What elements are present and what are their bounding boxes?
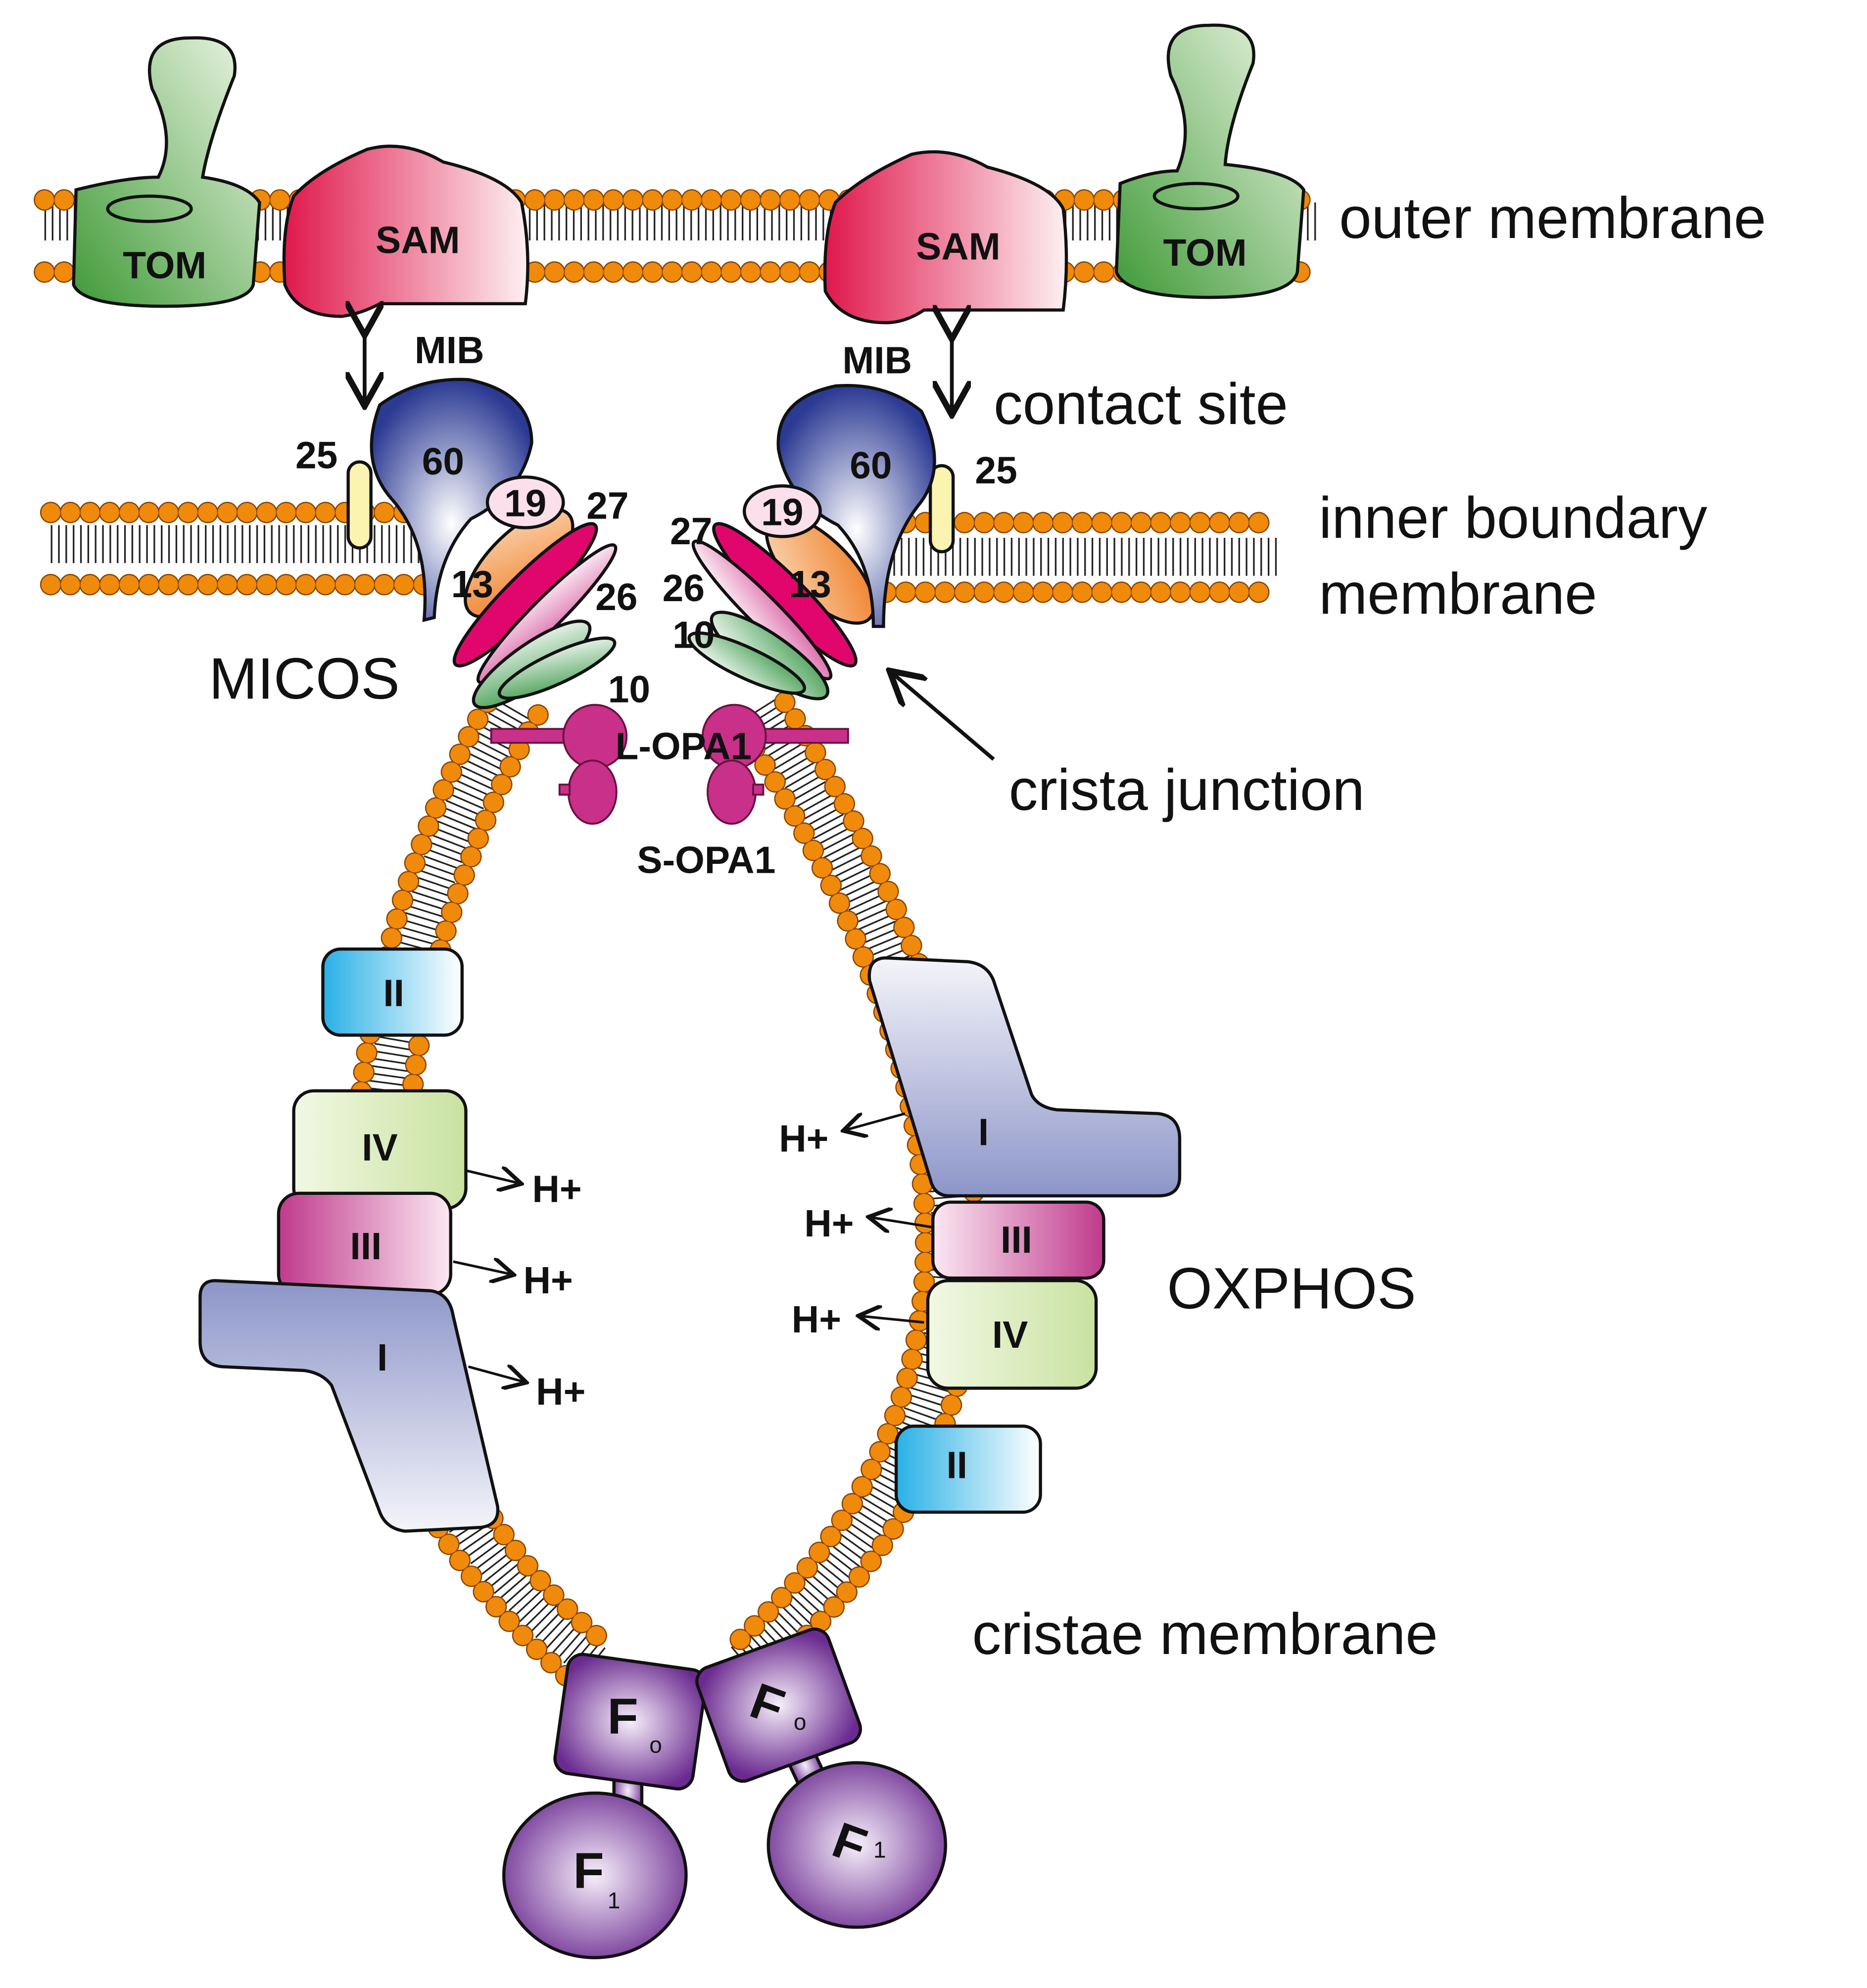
sam-label: SAM [916, 226, 1000, 268]
outer-membrane-label: outer membrane [1339, 186, 1766, 250]
mic19-label: 19 [761, 491, 803, 533]
cristae-membrane-label: cristae membrane [972, 1602, 1438, 1666]
mic27-label: 27 [586, 485, 628, 527]
mic13-label: 13 [789, 564, 831, 606]
mic60 [776, 384, 936, 628]
l-opa1-label: L-OPA1 [616, 726, 752, 768]
mic19 [742, 484, 822, 538]
mic25 [346, 460, 373, 550]
f1-subunit [766, 1761, 947, 1929]
proton-label: H+ [779, 1118, 828, 1160]
micos-complex-left [346, 378, 618, 710]
contact-site-label: contact site [994, 372, 1288, 436]
complex-iv [926, 1279, 1098, 1390]
complex-i-label: I [978, 1112, 989, 1154]
complex-iii [931, 1200, 1105, 1280]
mic10-label: 10 [608, 668, 650, 710]
proton-label: H+ [536, 1371, 585, 1413]
mic13-label: 13 [451, 564, 493, 606]
complex-i-label: I [377, 1337, 387, 1379]
atp-synthase-left: F o F 1 [502, 1653, 708, 1959]
inner-boundary-label: inner boundary [1319, 485, 1707, 550]
sam-complex-right: SAM [823, 150, 1068, 325]
proton-label: H+ [792, 1299, 841, 1341]
complex-iv-label: IV [992, 1314, 1028, 1356]
f1-subunit [502, 1791, 688, 1959]
mic26 [476, 543, 618, 684]
proton-labels: H+ H+ H+ H+ H+ H+ [524, 1118, 854, 1413]
sam-complex-left: SAM [282, 144, 529, 318]
micos-subunit-labels: 60 60 25 25 19 19 27 27 13 13 26 26 10 1… [295, 434, 1017, 710]
crista-junction-label: crista junction [1009, 757, 1365, 822]
tom-complex-left: TOM [72, 36, 261, 308]
complex-iii-label: III [1001, 1219, 1032, 1261]
inner-boundary-label-line2: membrane [1319, 561, 1597, 626]
f1-subscript: 1 [608, 1888, 621, 1913]
complex-ii-label: II [946, 1444, 967, 1486]
sam-label: SAM [376, 220, 460, 262]
s-opa1-label: S-OPA1 [637, 840, 775, 882]
tom-label: TOM [123, 245, 206, 287]
mic27-label: 27 [670, 511, 712, 553]
mib-label-right: MIB [842, 339, 912, 381]
atp-synthase-right: F o F 1 [695, 1627, 947, 1929]
mib-label-left: MIB [415, 330, 484, 372]
complex-iv-label: IV [362, 1127, 397, 1169]
opa1 [490, 704, 849, 825]
oxphos-left: II IV III I [198, 947, 500, 1533]
complex-iii-label: III [350, 1226, 382, 1268]
mic60-label: 60 [850, 445, 892, 487]
proton-label: H+ [804, 1203, 854, 1245]
crista-junction-arrow [892, 673, 995, 761]
fo-subscript: o [794, 1709, 807, 1735]
micos-complex-right [687, 384, 955, 701]
fo-subunit [695, 1627, 862, 1783]
f1-label: F [573, 1842, 604, 1899]
mic26-label: 26 [663, 568, 705, 610]
tom-complex-right: TOM [1114, 23, 1305, 299]
mic19-label: 19 [504, 483, 546, 525]
complex-ii [894, 1424, 1042, 1514]
mic19 [485, 475, 565, 529]
oxphos-label: OXPHOS [1167, 1256, 1416, 1321]
fo-label: F [607, 1688, 638, 1745]
complex-ii [321, 947, 464, 1037]
mic25 [928, 464, 955, 554]
f1-subscript: 1 [873, 1837, 886, 1863]
tom-label: TOM [1163, 232, 1247, 274]
inner-boundary-membrane [40, 502, 1290, 603]
l-opa1-anchor-right [758, 728, 849, 744]
s-opa1-right [707, 759, 757, 825]
fo-subunit [553, 1653, 708, 1791]
complex-i [198, 1279, 500, 1533]
complex-i [867, 956, 1182, 1198]
micos-label: MICOS [209, 646, 400, 711]
mic25-label: 25 [975, 450, 1017, 492]
complex-ii-label: II [383, 972, 404, 1014]
fo-subscript: o [649, 1732, 662, 1757]
proton-label: H+ [524, 1260, 573, 1302]
mic60-label: 60 [422, 441, 464, 483]
s-opa1-left [567, 759, 618, 825]
mic26-label: 26 [595, 576, 637, 618]
proton-arrows [453, 1112, 935, 1382]
mic60 [370, 378, 533, 622]
mic10-label: 10 [672, 614, 715, 656]
mic25-label: 25 [295, 434, 337, 476]
oxphos-right: I III IV II [867, 956, 1182, 1514]
proton-label: H+ [532, 1169, 582, 1211]
